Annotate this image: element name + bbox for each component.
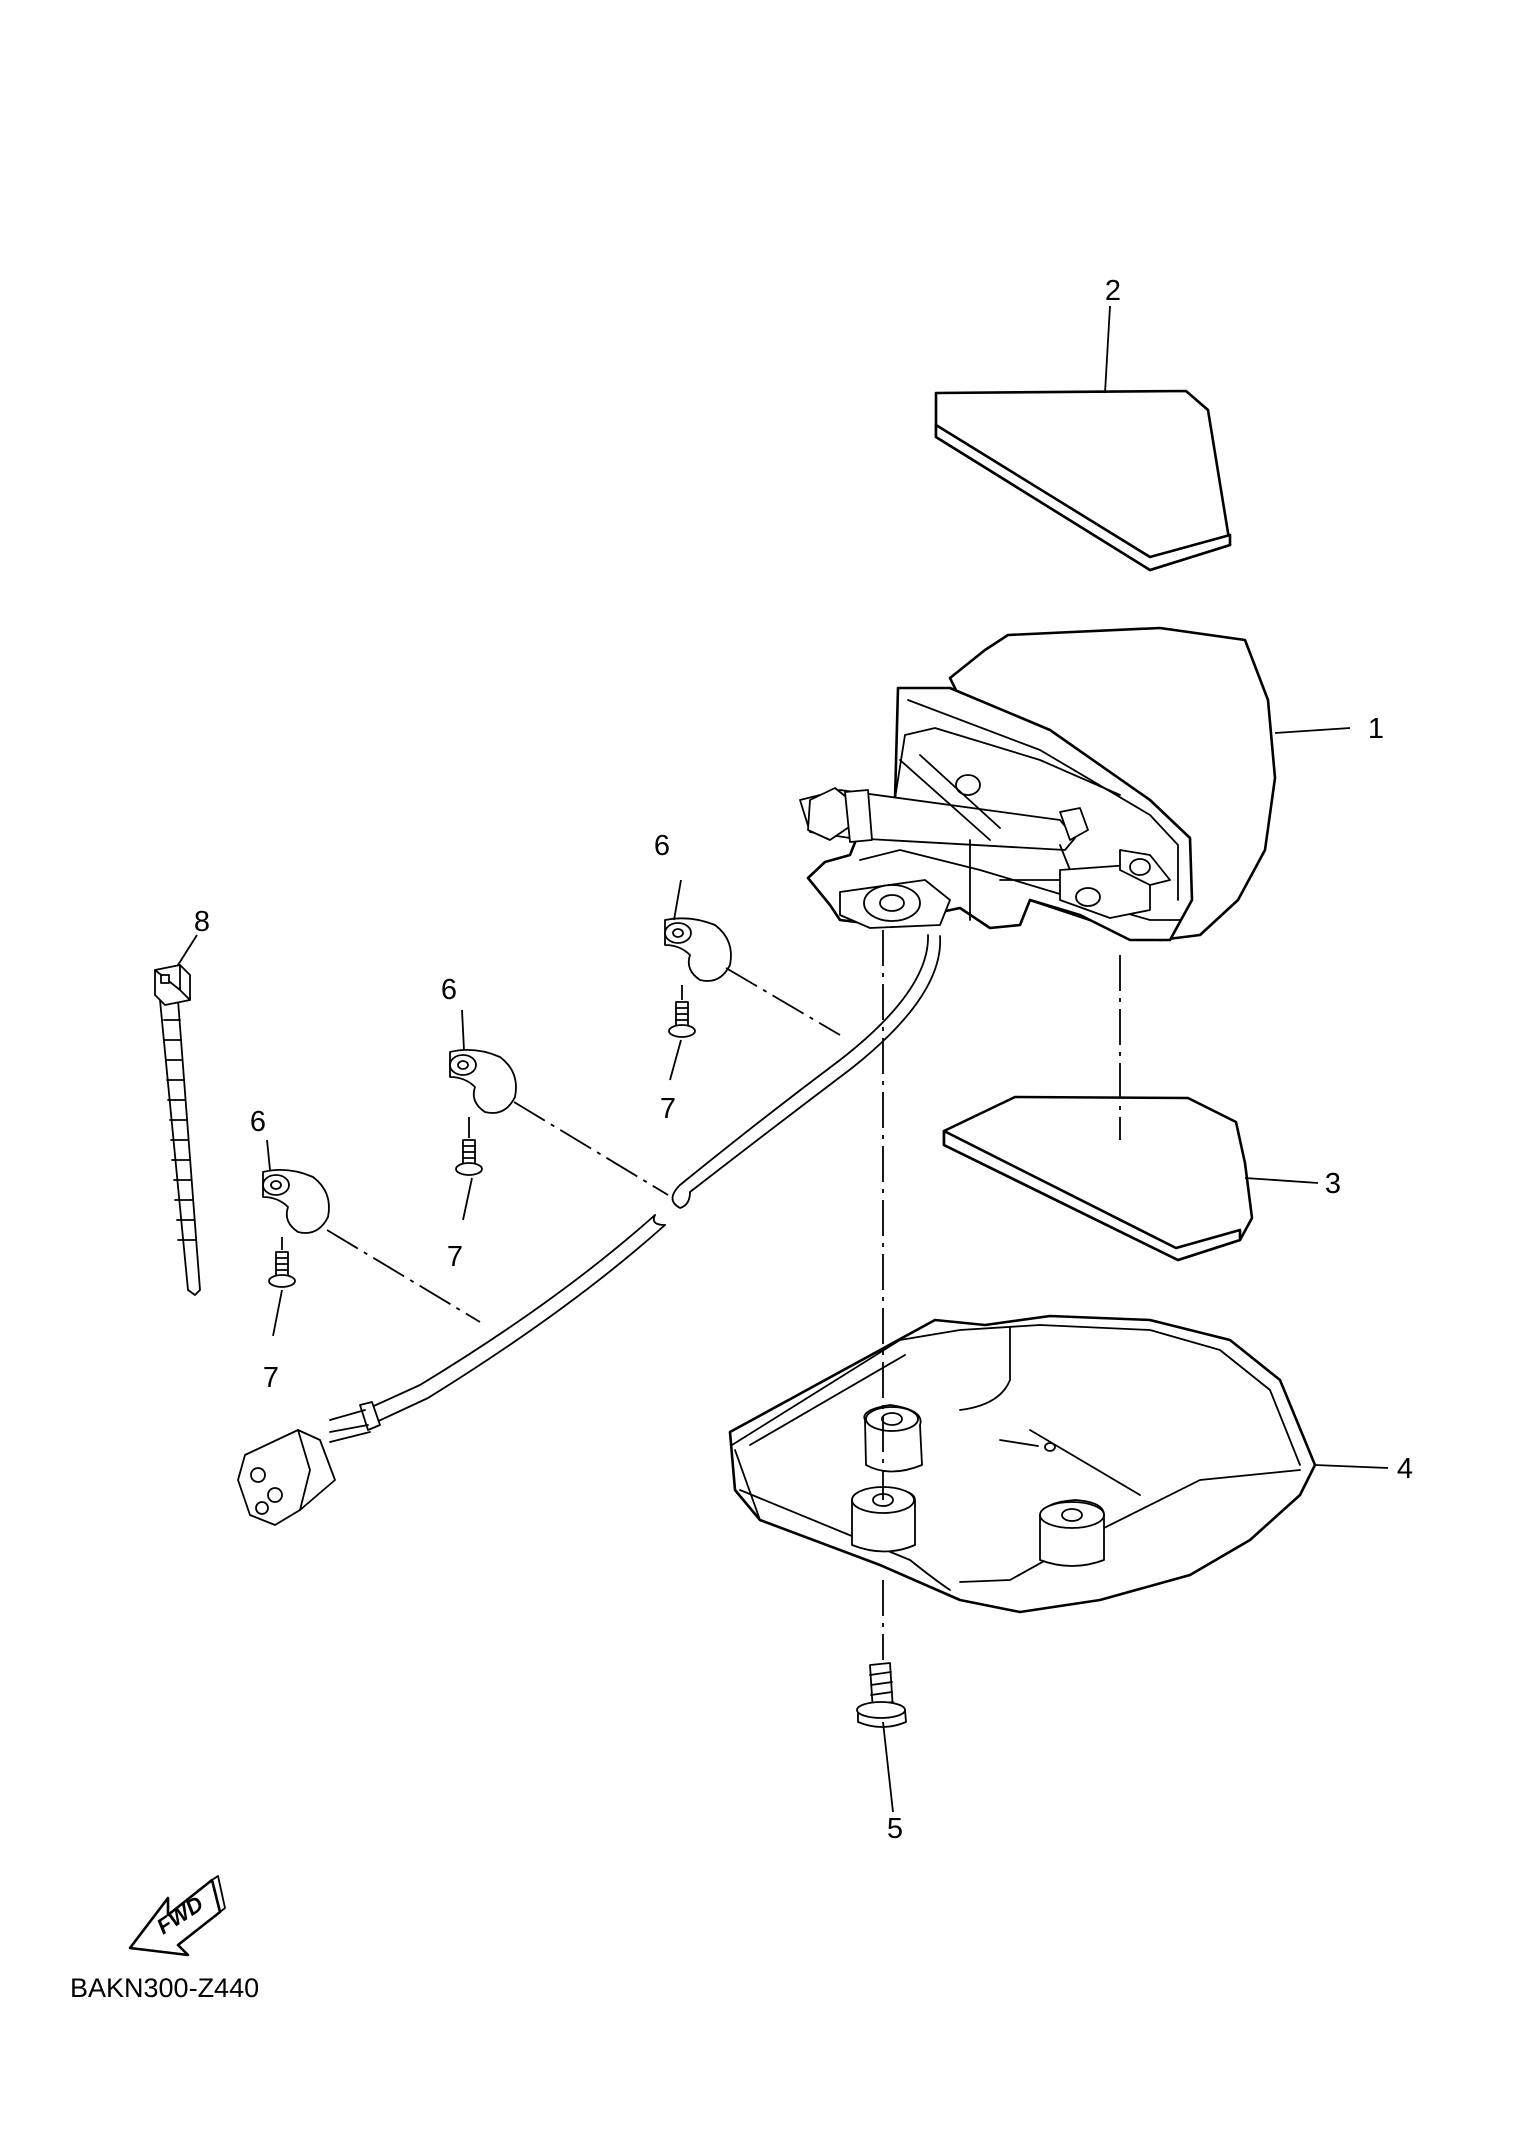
small-screw — [668, 1001, 696, 1038]
callout-6-a: 6 — [654, 830, 670, 862]
callout-5: 5 — [887, 1813, 903, 1845]
callout-7-c: 7 — [263, 1362, 279, 1394]
callout-1: 1 — [1368, 713, 1384, 745]
callout-8: 8 — [194, 906, 210, 938]
cable-clamp — [262, 1168, 330, 1234]
fwd-arrow: FWD — [128, 1875, 226, 1957]
part-7-screws — [268, 1001, 696, 1288]
small-screw — [455, 1139, 483, 1176]
part-5-bolt — [856, 1662, 907, 1728]
cable-clamp — [449, 1048, 517, 1114]
callout-4: 4 — [1397, 1453, 1413, 1485]
callout-7-b: 7 — [447, 1241, 463, 1273]
part-2-pad — [934, 389, 1232, 572]
callout-2: 2 — [1105, 275, 1121, 307]
part-4-base — [728, 1314, 1317, 1614]
small-screw — [268, 1251, 296, 1288]
callout-6-c: 6 — [250, 1106, 266, 1138]
wire-harness — [237, 934, 941, 1526]
callout-3: 3 — [1325, 1168, 1341, 1200]
part-3-pad — [942, 1095, 1254, 1262]
callout-7-a: 7 — [660, 1093, 676, 1125]
callout-6-b: 6 — [441, 974, 457, 1006]
part-1-tail-light — [799, 626, 1277, 942]
diagram-code: BAKN300-Z440 — [70, 1973, 259, 2003]
cable-clamp — [664, 917, 732, 982]
part-8-cable-tie — [154, 964, 201, 1296]
leader-lines — [177, 305, 1389, 1813]
part-6-clamps — [262, 917, 732, 1234]
callouts: 1 2 3 4 5 6 6 6 7 7 7 8 — [194, 275, 1413, 1845]
